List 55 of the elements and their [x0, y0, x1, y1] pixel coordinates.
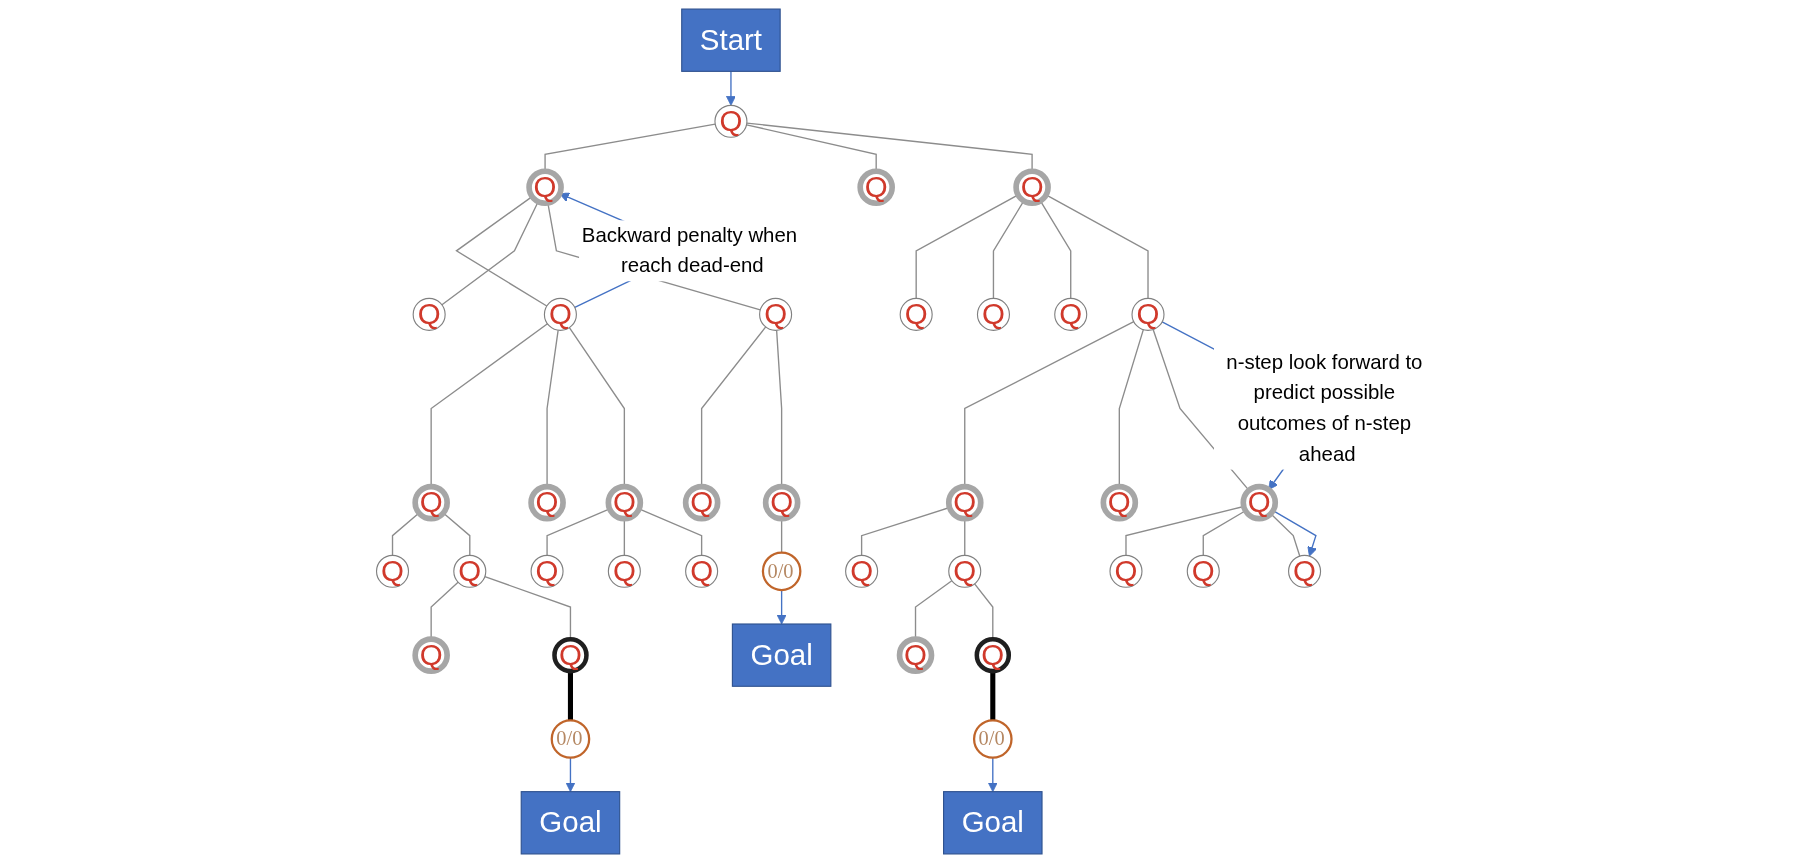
connector: [455, 195, 548, 307]
node-box: Goal: [943, 791, 1043, 855]
node-circle: Q: [1054, 297, 1088, 331]
node-circle: Q: [552, 636, 589, 674]
node-circle: Q: [605, 483, 644, 522]
node-circle: Q: [1109, 554, 1143, 588]
node-circle: Q: [845, 554, 879, 588]
node-circle: Q: [526, 168, 564, 207]
node-circle: Q: [375, 554, 410, 588]
node-circle: 0/0: [972, 719, 1013, 759]
node-circle: Q: [412, 297, 446, 331]
node-circle: Q: [528, 483, 566, 522]
node-circle: Q: [1186, 554, 1220, 588]
node-circle: Q: [1131, 297, 1165, 331]
node-circle: 0/0: [761, 551, 802, 592]
node-box: Start: [681, 8, 781, 72]
node-circle: Q: [543, 297, 577, 331]
node-circle: Q: [1288, 554, 1322, 588]
node-box: Goal: [520, 791, 621, 855]
node-circle: Q: [530, 554, 564, 588]
edge-label: n-step look forward to predict possible outcomes of n-step ahead: [1226, 350, 1423, 466]
arrow: [1272, 510, 1317, 557]
connector: [567, 671, 573, 721]
node-circle: Q: [453, 554, 487, 588]
connector: [391, 512, 420, 556]
arrow: [987, 757, 998, 793]
connector: [1045, 194, 1149, 300]
node-circle: 0/0: [550, 719, 591, 759]
node-circle: Q: [945, 483, 984, 522]
node-box: Goal: [731, 623, 832, 687]
node-circle: Q: [857, 168, 895, 207]
node-circle: Q: [976, 297, 1010, 331]
node-circle: Q: [1013, 168, 1051, 207]
node-circle: Q: [1240, 483, 1279, 522]
edge-label: Backward penalty when reach dead-end: [581, 223, 798, 277]
connector: [990, 671, 996, 721]
node-circle: Q: [759, 297, 793, 331]
node-circle: Q: [685, 554, 719, 588]
node-circle: Q: [682, 483, 721, 522]
node-circle: Q: [607, 554, 641, 588]
node-circle: Q: [974, 636, 1012, 674]
arrow: [725, 70, 736, 106]
node-circle: Q: [412, 636, 450, 674]
connector: [1270, 513, 1301, 557]
node-circle: Q: [899, 297, 933, 331]
arrow: [776, 589, 787, 625]
arrow: [565, 757, 576, 793]
connector: [915, 194, 1019, 300]
node-circle: Q: [896, 636, 935, 674]
node-circle: Q: [762, 483, 801, 522]
node-circle: Q: [412, 483, 450, 522]
node-circle: Q: [948, 554, 982, 588]
connector: [1125, 505, 1245, 556]
node-circle: Q: [714, 104, 748, 138]
node-circle: Q: [1100, 483, 1139, 522]
